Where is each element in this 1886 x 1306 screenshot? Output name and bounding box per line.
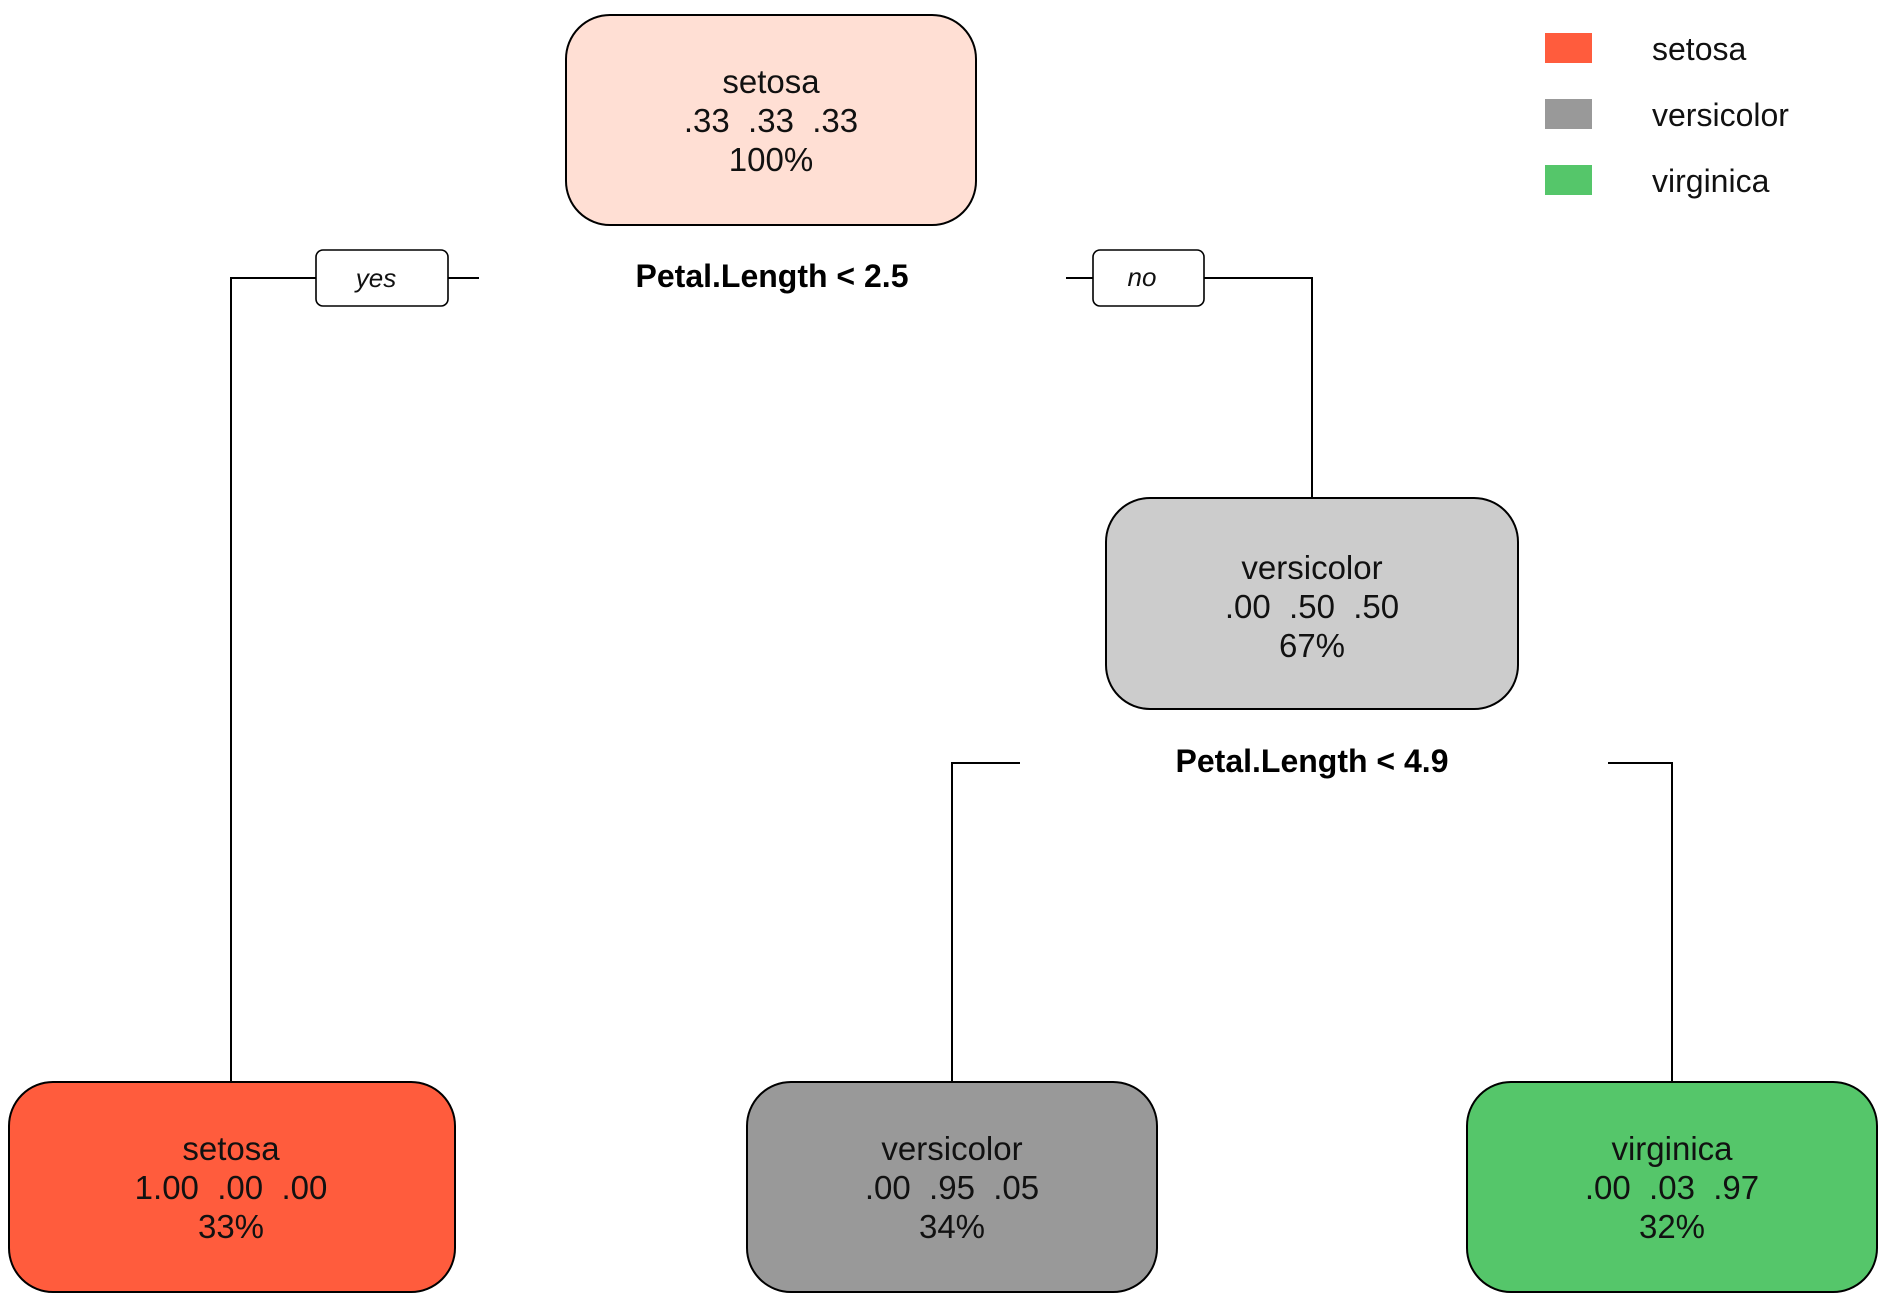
node-leaf-setosa: setosa 1.00 .00 .00 33%	[8, 1081, 456, 1293]
legend-label-versicolor: versicolor	[1652, 97, 1789, 133]
node-leaf-setosa-probs: 1.00 .00 .00	[135, 1169, 328, 1206]
node-root-class: setosa	[722, 63, 820, 100]
node-leaf-virginica-class: virginica	[1611, 1130, 1733, 1167]
node-versicolor-inner-pct: 67%	[1279, 627, 1345, 664]
node-leaf-versicolor-class: versicolor	[881, 1130, 1022, 1167]
branch-label-yes: yes	[315, 249, 449, 307]
node-leaf-setosa-class: setosa	[182, 1130, 280, 1167]
tree-edges	[230, 277, 1673, 1082]
edge-root-to-versicolor-inner-vertical	[1204, 277, 1313, 498]
edge-inner-to-versicolor	[951, 762, 1020, 1082]
node-leaf-setosa-pct: 33%	[198, 1208, 264, 1245]
edge-root-to-setosa-vertical	[230, 277, 316, 1082]
legend-swatch-versicolor	[1545, 99, 1592, 129]
node-leaf-virginica: virginica .00 .03 .97 32%	[1466, 1081, 1878, 1293]
edge-inner-to-virginica	[1608, 762, 1673, 1082]
node-root-probs: .33 .33 .33	[684, 102, 858, 139]
node-root: setosa .33 .33 .33 100%	[565, 14, 977, 226]
legend: setosa versicolor virginica	[1545, 31, 1789, 199]
node-leaf-versicolor-pct: 34%	[919, 1208, 985, 1245]
legend-label-setosa: setosa	[1652, 31, 1746, 67]
split-label-root: Petal.Length < 2.5	[636, 258, 909, 294]
branch-label-no: no	[1092, 249, 1205, 307]
legend-item-versicolor: versicolor	[1545, 97, 1789, 133]
node-versicolor-inner-probs: .00 .50 .50	[1225, 588, 1399, 625]
node-leaf-virginica-probs: .00 .03 .97	[1585, 1169, 1759, 1206]
node-leaf-versicolor-probs: .00 .95 .05	[865, 1169, 1039, 1206]
node-versicolor-inner: versicolor .00 .50 .50 67%	[1105, 497, 1519, 710]
node-leaf-versicolor: versicolor .00 .95 .05 34%	[746, 1081, 1158, 1293]
legend-swatch-virginica	[1545, 165, 1592, 195]
split-label-inner: Petal.Length < 4.9	[1176, 743, 1449, 779]
legend-swatch-setosa	[1545, 33, 1592, 63]
node-versicolor-inner-class: versicolor	[1241, 549, 1382, 586]
node-root-pct: 100%	[729, 141, 813, 178]
legend-label-virginica: virginica	[1652, 163, 1770, 199]
branch-label-yes-text: yes	[354, 263, 396, 293]
legend-item-virginica: virginica	[1545, 163, 1770, 199]
legend-item-setosa: setosa	[1545, 31, 1746, 67]
branch-label-no-text: no	[1128, 262, 1157, 292]
node-leaf-virginica-pct: 32%	[1639, 1208, 1705, 1245]
